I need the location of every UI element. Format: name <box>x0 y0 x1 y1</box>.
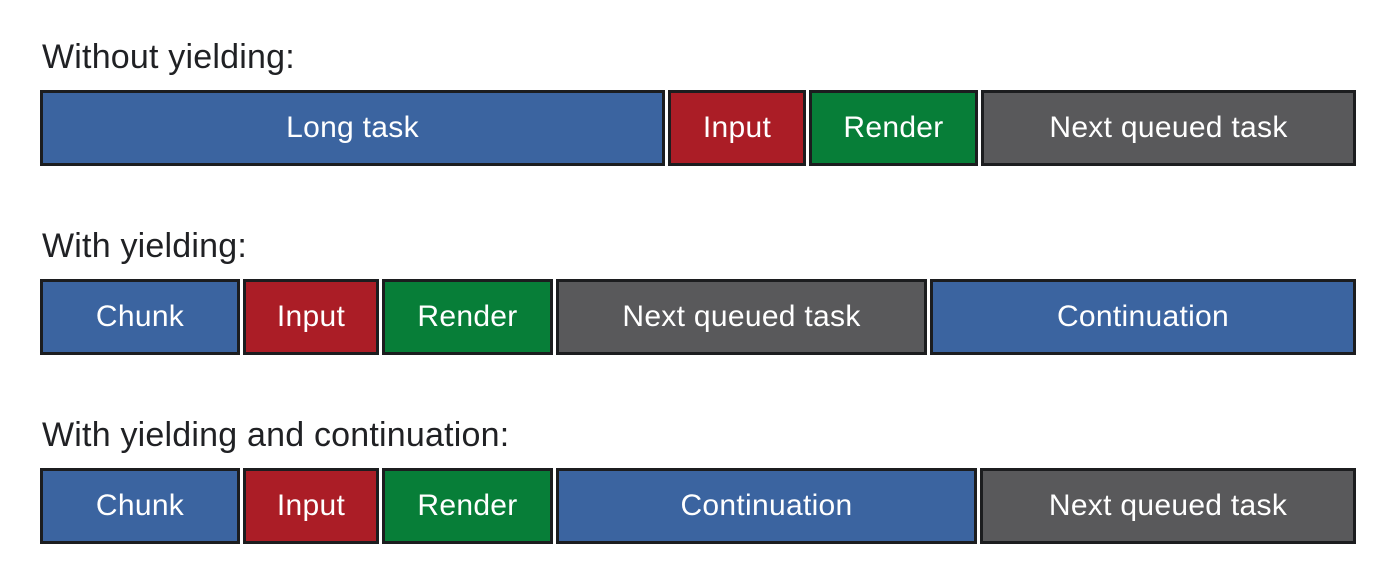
segment-label: Render <box>417 489 518 522</box>
segment-label: Long task <box>286 111 419 144</box>
segment-label: Next queued task <box>1048 489 1288 522</box>
scenario-with-yielding: With yielding: Chunk Input Render Next queu… <box>40 226 1356 355</box>
scenario-with-yielding-and-continuation: With yielding and continuation: Chunk Inp… <box>40 415 1356 544</box>
timeline-bar: Chunk Input Render Next queued task Continua… <box>40 279 1356 355</box>
segment-label: Continuation <box>1056 300 1230 333</box>
timeline-bar: Long task Input Render Next queued task <box>40 90 1356 166</box>
timeline-segment-long-task: Long task <box>40 90 665 166</box>
segment-label: Render <box>417 300 518 333</box>
scenario-heading: With yielding and continuation: <box>42 416 510 454</box>
timeline-segment-render: Render <box>382 279 553 355</box>
timeline-segment-next-queued-task: Next queued task <box>981 90 1356 166</box>
timeline-segment-input: Input <box>668 90 806 166</box>
segment-label: Next queued task <box>622 300 861 333</box>
segment-label: Render <box>843 111 944 144</box>
segment-label: Continuation <box>680 489 853 522</box>
segment-label: Next queued task <box>1049 111 1288 144</box>
segment-label: Input <box>276 300 346 333</box>
timeline-segment-input: Input <box>243 468 379 544</box>
segment-label: Chunk <box>95 489 185 522</box>
segment-label: Chunk <box>95 300 185 333</box>
timeline-segment-input: Input <box>243 279 379 355</box>
timeline-segment-next-queued-task: Next queued task <box>556 279 927 355</box>
timeline-segment-chunk: Chunk <box>40 279 240 355</box>
timeline-segment-chunk: Chunk <box>40 468 240 544</box>
segment-label: Input <box>702 111 772 144</box>
timeline-segment-next-queued-task: Next queued task <box>980 468 1356 544</box>
segment-label: Input <box>276 489 346 522</box>
timeline-bar: Chunk Input Render Continuation Next queued … <box>40 468 1356 544</box>
scenario-without-yielding: Without yielding: Long task Input Render Ne… <box>40 37 1356 166</box>
timeline-segment-render: Render <box>809 90 978 166</box>
timeline-segment-continuation: Continuation <box>556 468 977 544</box>
timeline-segment-continuation: Continuation <box>930 279 1356 355</box>
scenario-heading: With yielding: <box>42 227 247 265</box>
scenario-heading: Without yielding: <box>42 38 295 76</box>
timeline-segment-render: Render <box>382 468 553 544</box>
